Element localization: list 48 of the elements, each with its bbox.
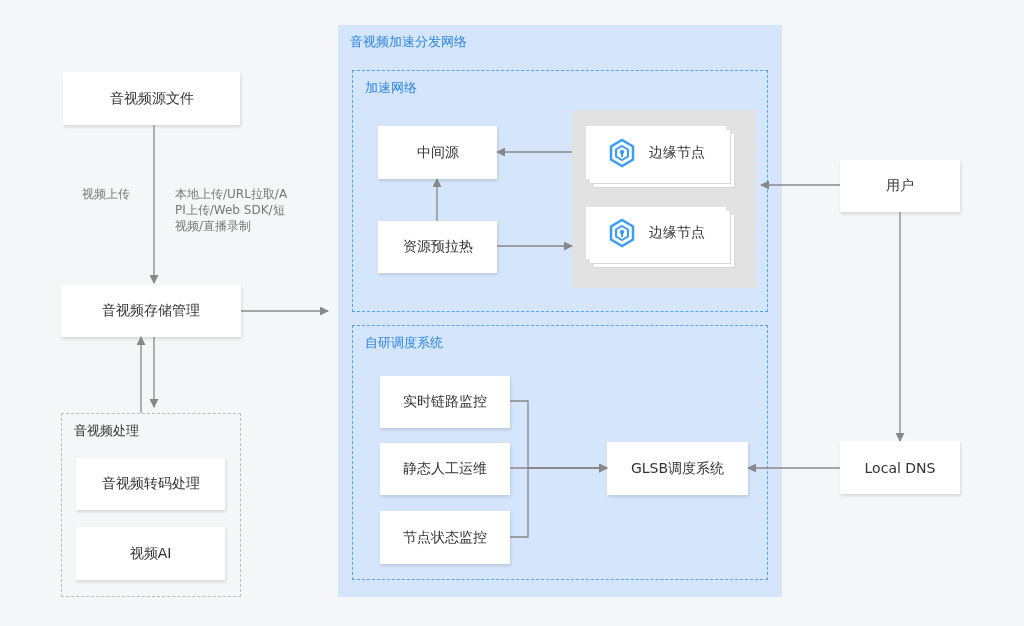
edge-note: 视频上传 — [82, 186, 131, 203]
box-label: 中间源 — [416, 143, 459, 162]
process-box — [378, 126, 497, 179]
process-box — [378, 221, 497, 273]
arrow — [149, 336, 159, 408]
node-cluster-panel — [572, 110, 756, 288]
box-label: 音视频源文件 — [109, 89, 194, 108]
arrow — [747, 463, 841, 473]
process-box — [840, 441, 960, 494]
group-box — [352, 70, 768, 312]
arrow — [895, 211, 905, 442]
box-label: 音视频转码处理 — [101, 475, 200, 493]
process-box — [63, 72, 240, 125]
box-label: 边缘节点 — [649, 143, 705, 162]
process-box — [380, 511, 510, 564]
arrow — [136, 336, 146, 414]
network-panel — [338, 25, 782, 597]
box-label: 资源预拉热 — [402, 238, 473, 256]
group-title: 音视频加速分发网络 — [350, 33, 467, 51]
arrow — [760, 180, 841, 190]
box-label: 边缘节点 — [649, 224, 705, 242]
group-title: 自研调度系统 — [365, 334, 443, 352]
group-box — [61, 413, 241, 597]
box-label: 音视频存储管理 — [102, 302, 200, 320]
group-title: 音视频处理 — [74, 422, 139, 440]
process-box — [840, 160, 960, 212]
process-box — [380, 376, 510, 428]
process-box — [76, 527, 225, 580]
box-label: Local DNS — [864, 459, 936, 476]
box-label: GLSB调度系统 — [630, 459, 725, 478]
process-box — [380, 443, 510, 495]
box-label: 实时链路监控 — [403, 393, 487, 411]
group-box — [352, 325, 768, 580]
process-box — [61, 285, 241, 337]
arrow — [496, 241, 573, 251]
box-label: 视频AI — [129, 544, 172, 563]
box-label: 静态人工运维 — [403, 460, 487, 478]
arrow — [496, 147, 573, 157]
arrow — [509, 463, 608, 538]
arrow — [240, 306, 329, 316]
edge-note: 本地上传/URL拉取/API上传/Web SDK/短视频/直播录制 — [175, 186, 289, 235]
box-label: 节点状态监控 — [403, 528, 487, 547]
arrow — [149, 124, 159, 284]
arrow — [432, 178, 442, 222]
box-label: 用户 — [886, 177, 914, 195]
process-box — [607, 442, 748, 495]
group-title: 加速网络 — [365, 79, 417, 97]
process-box — [76, 458, 225, 510]
